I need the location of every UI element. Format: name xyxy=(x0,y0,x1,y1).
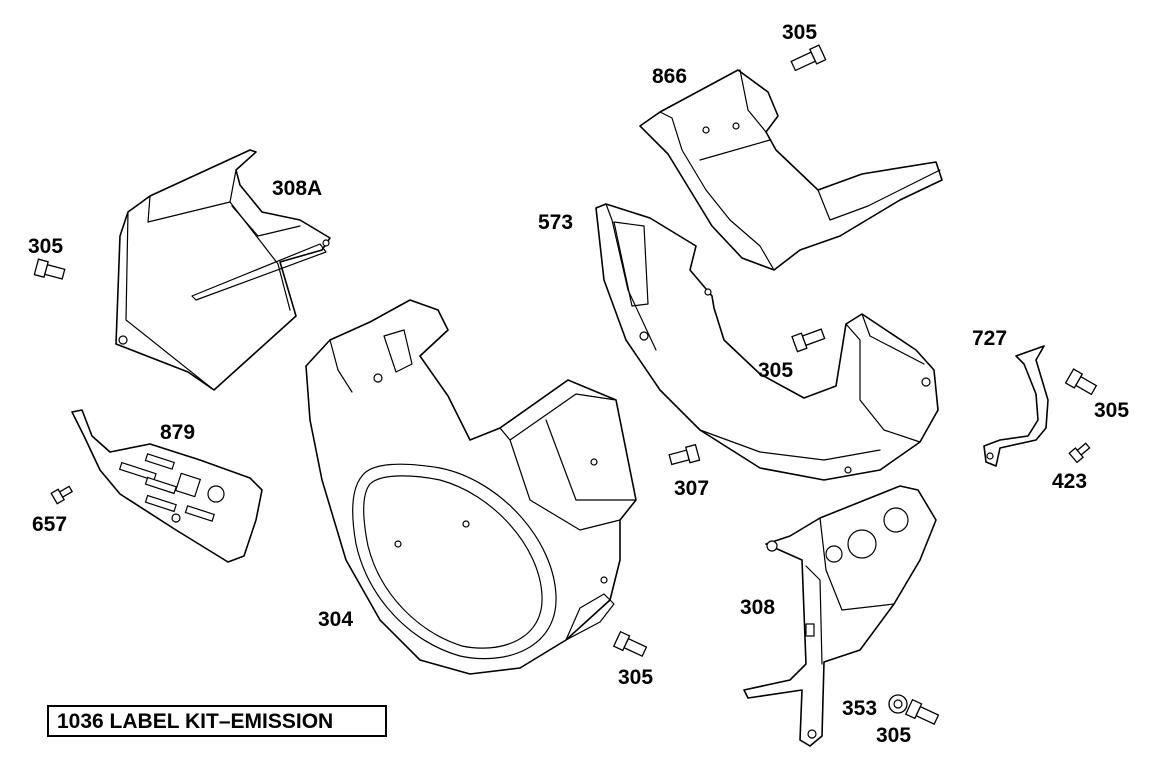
bolt-305-top xyxy=(790,44,827,72)
label-kit-text: 1036 LABEL KIT–EMISSION xyxy=(57,710,334,733)
washer-353 xyxy=(888,694,908,714)
part-573-shield xyxy=(595,203,939,481)
label-305-right: 305 xyxy=(1094,399,1130,422)
part-727-bracket xyxy=(983,345,1049,467)
screw-657 xyxy=(50,485,74,505)
label-866: 866 xyxy=(652,65,688,88)
label-307: 307 xyxy=(674,477,710,500)
label-657: 657 xyxy=(32,513,68,536)
bolt-305-right xyxy=(1064,368,1098,396)
part-879-plate xyxy=(71,409,263,563)
part-308-panel xyxy=(743,485,937,747)
label-879: 879 xyxy=(160,421,196,444)
label-305-bottom: 305 xyxy=(876,724,912,747)
bolt-305-lower xyxy=(612,630,648,658)
label-305-top: 305 xyxy=(782,21,818,44)
label-727: 727 xyxy=(972,327,1008,350)
label-304: 304 xyxy=(318,608,354,631)
bolt-307 xyxy=(668,443,701,466)
label-305-left: 305 xyxy=(28,235,64,258)
label-305-lower: 305 xyxy=(618,666,654,689)
bolt-305-bottom xyxy=(904,698,940,726)
bolt-305-left xyxy=(33,258,66,280)
label-308A: 308A xyxy=(272,177,323,200)
part-866-shroud xyxy=(639,69,943,271)
bolt-305-center xyxy=(791,328,826,353)
label-305-center: 305 xyxy=(758,359,794,382)
label-573: 573 xyxy=(538,211,574,234)
label-353: 353 xyxy=(842,697,878,720)
part-308A-air-guide xyxy=(115,149,331,391)
screw-423 xyxy=(1068,442,1091,464)
label-kit-box: 1036 LABEL KIT–EMISSION xyxy=(47,705,387,737)
part-304-blower-housing xyxy=(305,299,637,675)
label-308: 308 xyxy=(740,596,776,619)
label-423: 423 xyxy=(1052,470,1088,493)
